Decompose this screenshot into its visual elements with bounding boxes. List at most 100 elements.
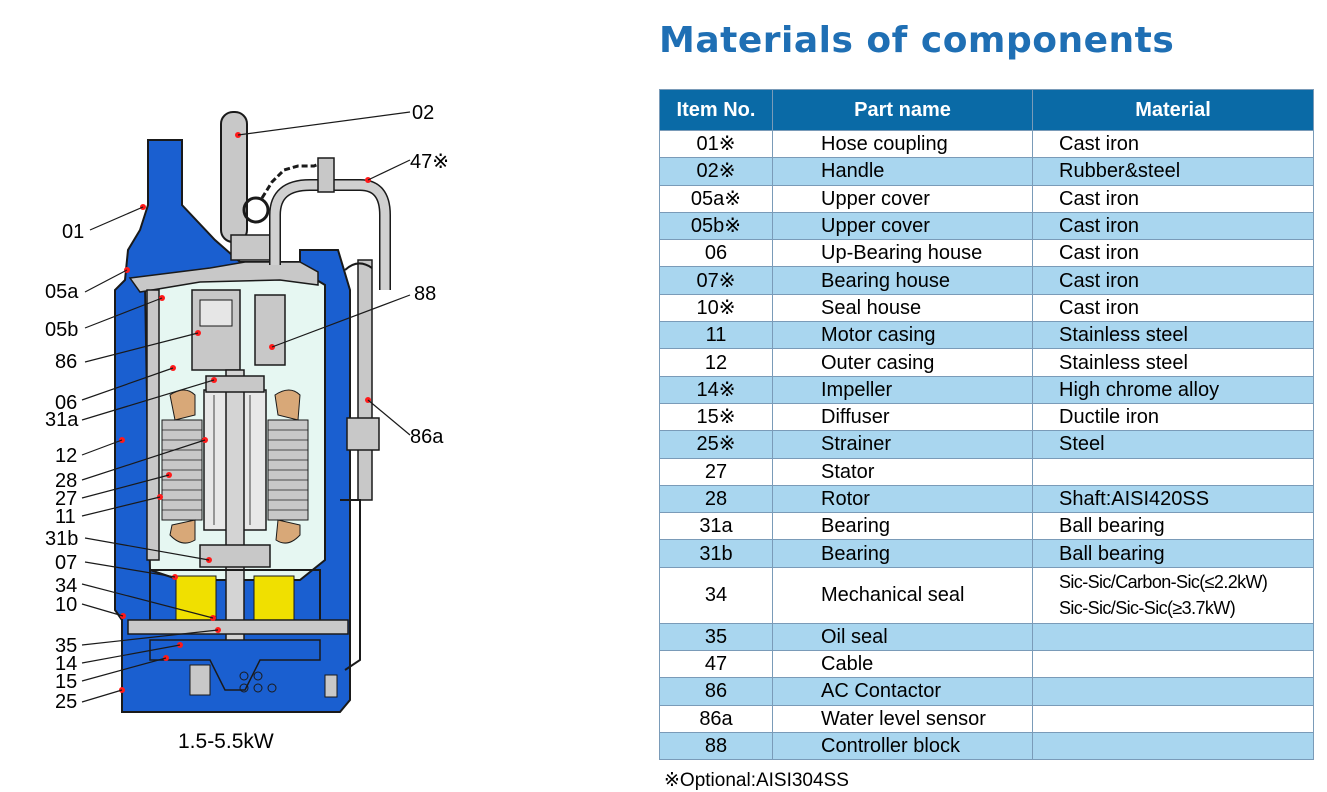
table-row: 05a※ Upper cover Cast iron [659,184,1314,213]
item-no-cell: 27 [659,457,773,486]
label-28: 28 [55,470,77,492]
material-cell: Cast iron [1032,184,1314,213]
item-no-cell: 07※ [659,266,773,295]
item-no-cell: 88 [659,731,773,761]
table-row: 11 Motor casing Stainless steel [659,321,1314,350]
label-31a: 31a [45,409,79,431]
part-name-cell: Controller block [772,731,1033,761]
part-name-cell: Impeller [772,375,1033,404]
material-cell: Cast iron [1032,129,1314,159]
label-12: 12 [55,445,77,467]
material-cell: Ball bearing [1032,512,1314,541]
table-row: 12 Outer casing Stainless steel [659,348,1314,377]
part-name-cell: Seal house [772,293,1033,323]
label-47: 47※ [410,151,449,173]
label-31b: 31b [45,528,78,550]
item-no-cell: 86 [659,677,773,706]
materials-table: Item No. Part name Material 01※ Hose cou… [659,89,1314,761]
table-row: 28 Rotor Shaft:AISI420SS [659,484,1314,514]
material-cell [1032,650,1314,679]
part-name-cell: Up-Bearing house [772,239,1033,268]
material-cell [1032,731,1314,761]
table-row: 06 Up-Bearing house Cast iron [659,239,1314,268]
header-part-name: Part name [772,89,1033,131]
part-name-cell: Cable [772,650,1033,679]
table-row: 35 Oil seal [659,622,1314,652]
label-25: 25 [55,691,77,713]
item-no-cell: 15※ [659,402,773,432]
material-cell: Stainless steel [1032,321,1314,350]
label-06: 06 [55,392,77,414]
table-row: 15※ Diffuser Ductile iron [659,402,1314,432]
part-name-cell: Diffuser [772,402,1033,432]
part-name-cell: Handle [772,157,1033,186]
table-row: 31b Bearing Ball bearing [659,539,1314,568]
part-name-cell: Rotor [772,484,1033,514]
item-no-cell: 12 [659,348,773,377]
item-no-cell: 86a [659,704,773,733]
part-name-cell: Upper cover [772,184,1033,213]
material-cell: Cast iron [1032,293,1314,323]
label-11: 11 [55,506,76,528]
item-no-cell: 28 [659,484,773,514]
part-name-cell: Hose coupling [772,129,1033,159]
item-no-cell: 25※ [659,430,773,459]
item-no-cell: 05a※ [659,184,773,213]
material-cell: Ductile iron [1032,402,1314,432]
table-row: 05b※ Upper cover Cast iron [659,211,1314,241]
material-cell: Cast iron [1032,239,1314,268]
label-35: 35 [55,635,77,657]
oil-chamber-left [175,575,217,623]
item-no-cell: 10※ [659,293,773,323]
material-cell: Rubber&steel [1032,157,1314,186]
material-cell: Shaft:AISI420SS [1032,484,1314,514]
table-row: 10※ Seal house Cast iron [659,293,1314,323]
table-row: 14※ Impeller High chrome alloy [659,375,1314,404]
part-name-cell: Outer casing [772,348,1033,377]
table-row: 34 Mechanical seal Sic-Sic/Carbon-Sic(≤2… [659,566,1314,624]
table-row: 02※ Handle Rubber&steel [659,157,1314,186]
label-27: 27 [55,488,77,510]
table-row: 01※ Hose coupling Cast iron [659,129,1314,159]
table-row: 47 Cable [659,650,1314,679]
label-86: 86 [55,351,77,373]
material-cell [1032,622,1314,652]
label-15: 15 [55,671,77,693]
material-cell [1032,457,1314,486]
label-88: 88 [414,283,436,305]
material-cell: Cast iron [1032,211,1314,241]
level-sensor [346,417,380,451]
label-05b: 05b [45,319,78,341]
material-cell: Ball bearing [1032,539,1314,568]
item-no-cell: 14※ [659,375,773,404]
label-07: 07 [55,552,77,574]
part-name-cell: Bearing [772,512,1033,541]
seal-house [127,619,349,635]
part-name-cell: Strainer [772,430,1033,459]
part-name-cell: Upper cover [772,211,1033,241]
material-line-1: Sic-Sic/Carbon-Sic(≤2.2kW) [1059,572,1268,593]
label-34: 34 [55,575,77,597]
item-no-cell: 05b※ [659,211,773,241]
part-name-cell: Bearing house [772,266,1033,295]
part-name-cell: AC Contactor [772,677,1033,706]
part-name-cell: Bearing [772,539,1033,568]
material-cell [1032,704,1314,733]
part-name-cell: Water level sensor [772,704,1033,733]
table-row: 25※ Strainer Steel [659,430,1314,459]
item-no-cell: 06 [659,239,773,268]
diagram-caption: 1.5-5.5kW [178,730,274,753]
header-item-no: Item No. [659,89,773,131]
material-line-2: Sic-Sic/Sic-Sic(≥3.7kW) [1059,598,1236,619]
table-row: 27 Stator [659,457,1314,486]
material-cell: Steel [1032,430,1314,459]
table-row: 86 AC Contactor [659,677,1314,706]
item-no-cell: 47 [659,650,773,679]
footnote: ※Optional:AISI304SS [664,770,849,791]
label-05a: 05a [45,281,79,303]
pump-cross-section-diagram: 02 47※ 01 05a 88 05b 86 06 31a 12 86a 28… [45,102,449,713]
label-02: 02 [412,102,434,124]
item-no-cell: 31a [659,512,773,541]
label-14: 14 [55,653,77,675]
item-no-cell: 31b [659,539,773,568]
